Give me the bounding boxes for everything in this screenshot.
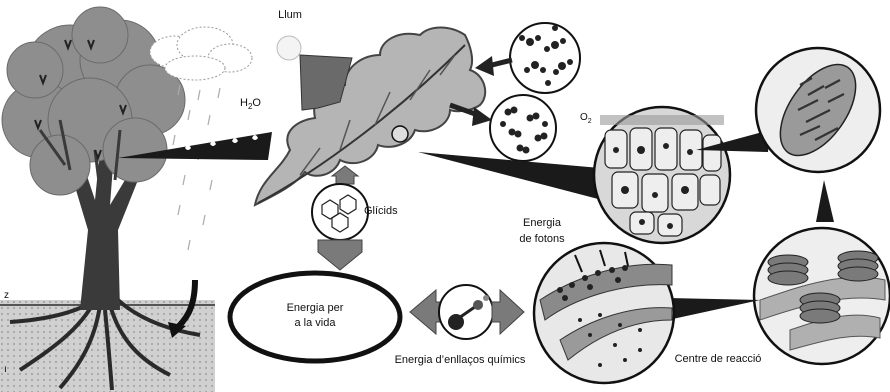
zoom-wedge-thylakoid xyxy=(668,298,760,320)
chloroplast-icon xyxy=(756,48,880,172)
life-energy-label-line2: a la vida xyxy=(295,317,337,329)
edge-mark-1: z xyxy=(4,290,9,301)
chemical-bond-energy-label: Energia d’enllaços químics xyxy=(395,354,526,366)
leaf-cells-icon xyxy=(594,107,730,243)
photon-energy-label-line2: de fotons xyxy=(519,233,565,245)
carbohydrates-label: Glícids xyxy=(364,205,398,217)
glucose-molecule-icon xyxy=(312,184,368,240)
atp-molecule-icon xyxy=(439,285,493,339)
zoom-wedge-chloroplast xyxy=(816,180,834,222)
co2-molecules-icon xyxy=(510,23,580,93)
water-label: H2O xyxy=(240,97,261,111)
o2-molecules-icon xyxy=(490,95,556,161)
thylakoid-stack-icon xyxy=(754,228,890,364)
sun-icon xyxy=(277,36,301,60)
edge-mark-2: ı xyxy=(4,364,7,375)
life-energy-label-line1: Energia per xyxy=(287,302,344,314)
chemical-energy-arrow-right xyxy=(492,290,524,334)
photon-energy-label-line1: Energia xyxy=(523,217,562,229)
membrane-icon xyxy=(534,243,674,383)
carbohydrate-arrow-bottom xyxy=(318,240,362,270)
reaction-centre-label: Centre de reacció xyxy=(675,353,762,365)
light-label: Llum xyxy=(278,9,302,21)
oxygen-label: O2 xyxy=(580,112,592,125)
chemical-energy-arrow-left xyxy=(410,290,442,334)
co2-arrow xyxy=(475,56,512,76)
